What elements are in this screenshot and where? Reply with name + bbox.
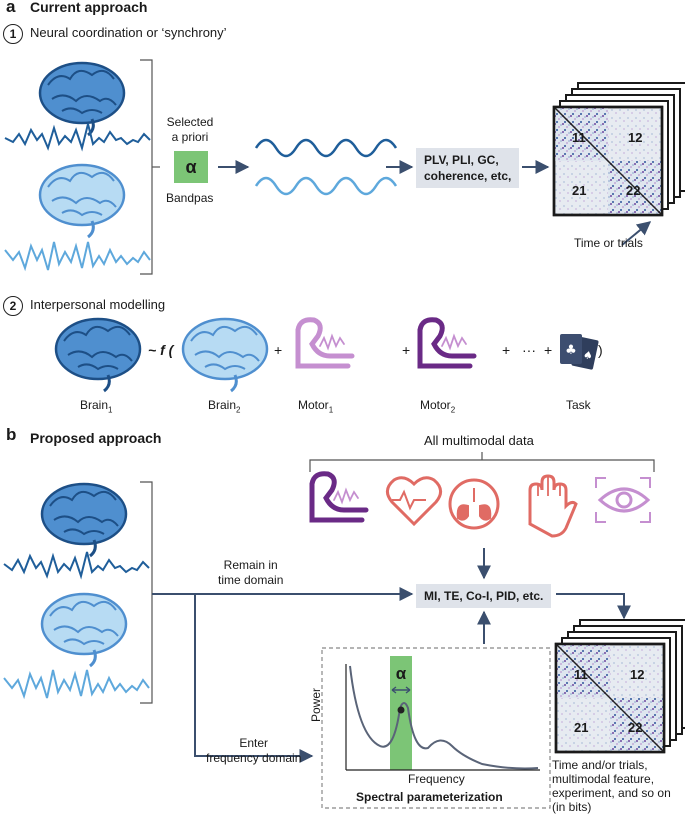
matrix-a-q11: 11 [572,130,586,145]
selected-prior-label: Selected a priori [166,115,214,144]
all-multimodal-label: All multimodal data [424,433,534,448]
power-spectrum-curve [349,665,539,770]
close-paren: ) [598,342,603,358]
label-motor1: Motor1 [298,398,334,415]
measures-box-a: PLV, PLI, GC, coherence, etc, [416,148,520,188]
panel-a-letter: a [6,0,16,16]
step-1-title: Neural coordination or ‘synchrony’ [30,25,227,40]
signal-2-trace [4,241,151,272]
alpha-symbol-b: α [395,664,407,683]
lungs-icon [448,478,500,530]
sinusoid-light [254,176,398,196]
eye-icon [595,477,651,523]
label-motor2: Motor2 [420,398,456,415]
step-1-badge: 1 [3,24,23,44]
svg-text:♠: ♠ [582,348,594,363]
brain-formula-1-icon [54,317,142,393]
motor-1-icon [295,317,355,369]
svg-text:♣: ♣ [565,343,577,358]
spectral-title: Spectral parameterization [356,790,503,804]
time-trials-label: Time or trials [574,236,643,250]
matrix-a-q21: 21 [572,183,587,198]
hand-icon [528,474,578,538]
motor-2-icon [417,317,477,369]
frequency-axis-label: Frequency [408,772,465,786]
matrix-b-caption: Time and/or trials, multimodal feature, … [552,758,671,814]
measures-box-b: MI, TE, Co-I, PID, etc. [416,584,552,608]
matrix-b-q11: 11 [574,667,588,682]
label-brain1: Brain1 [80,398,113,415]
brain-b2-icon [40,592,128,668]
sinusoid-dark [254,138,398,158]
matrix-a-q12: 12 [628,130,643,145]
power-axis-label: Power [309,687,323,722]
remain-time-label: Remain in time domain [218,558,284,587]
plus-2: + [402,342,411,358]
step-2-badge: 2 [3,296,23,316]
brain-1-icon [38,61,126,137]
label-brain2: Brain2 [208,398,241,415]
brain-b1-icon [40,482,128,558]
panel-b-title: Proposed approach [30,430,162,446]
bandpass-label: Bandpas [166,191,214,205]
signal-1-trace [4,123,151,152]
panel-b-letter: b [6,425,17,444]
brain-formula-2-icon [181,317,269,393]
dots: ··· [522,342,536,358]
label-task: Task [566,398,591,412]
matrix-b-q12: 12 [630,667,645,682]
plus-4: + [544,342,553,358]
enter-frequency-label: Enter frequency domain [206,736,302,765]
alpha-symbol: α [185,157,197,177]
plus-1: + [274,342,283,358]
formula-f: ~ f ( [148,342,174,358]
heart-icon [386,476,442,527]
panel-a-title: Current approach [30,0,148,15]
signal-b1-trace [3,551,150,580]
signal-b2-trace [3,669,150,700]
spectral-box [321,647,551,809]
task-cards-icon: ♣ ♠ [560,334,599,370]
matrix-b-q22: 22 [628,720,643,735]
matrix-b-q21: 21 [574,720,589,735]
brain-2-icon [38,163,126,239]
plus-3: + [502,342,511,358]
matrix-a-q22: 22 [626,183,641,198]
muscle-icon [309,471,369,523]
alpha-filter-box [174,151,208,183]
step-2-title: Interpersonal modelling [30,297,166,312]
